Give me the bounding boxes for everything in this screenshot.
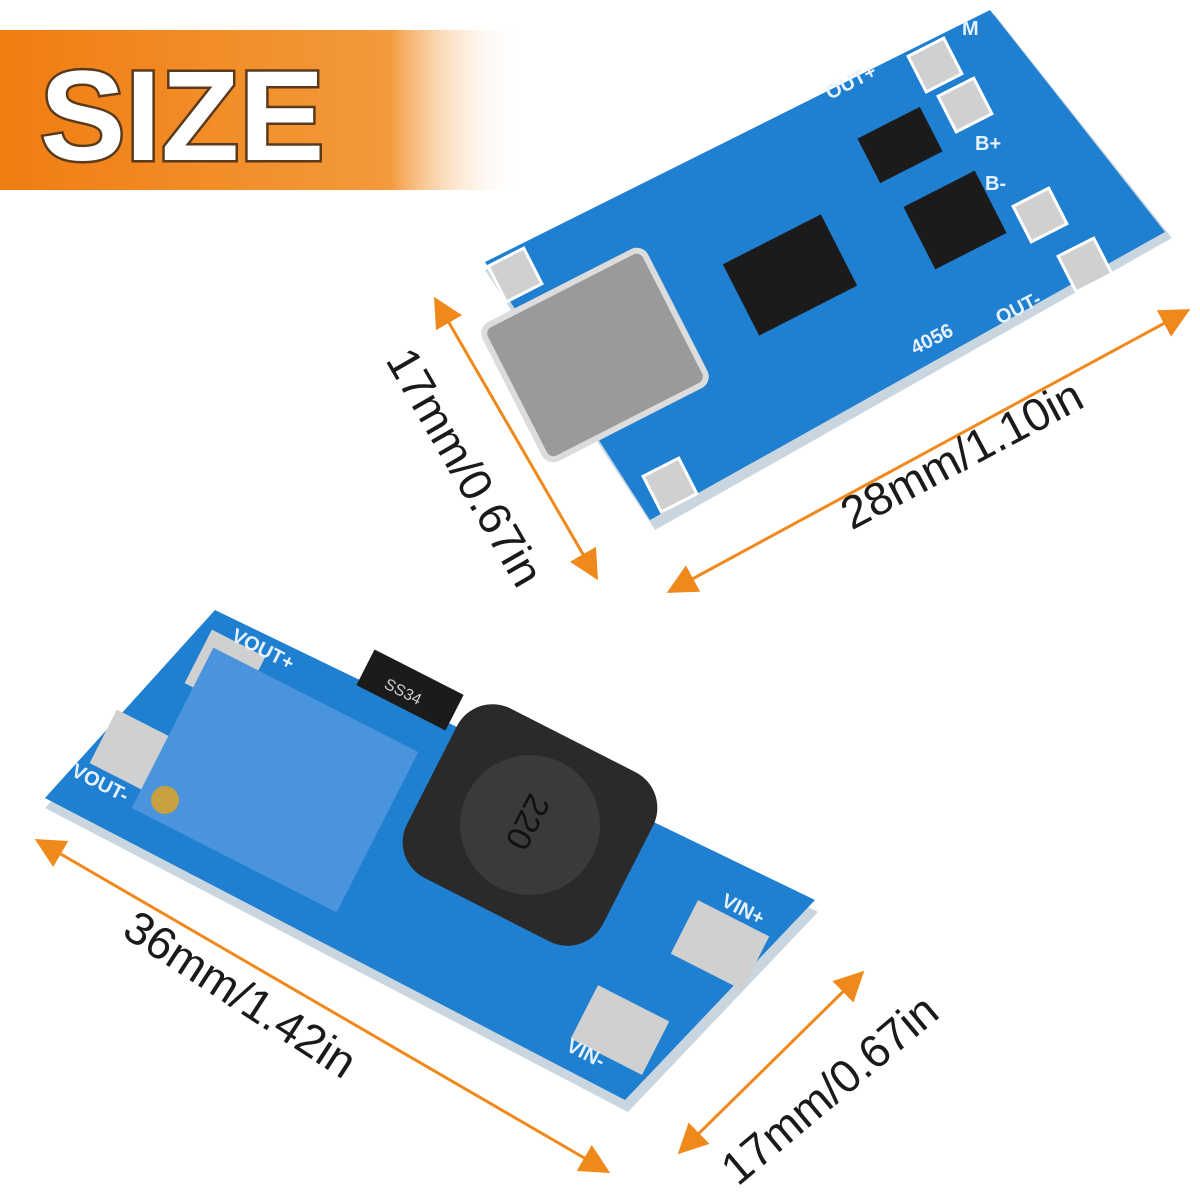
silk-b-minus: B- — [985, 173, 1006, 195]
charger-height-arrow — [433, 296, 599, 581]
boost-height-arrow — [677, 970, 865, 1155]
banner-title: SIZE — [40, 45, 325, 188]
diode-ss34 — [356, 649, 464, 731]
silk-b-plus: B+ — [975, 133, 1001, 155]
charger-board: 4056 OUT+ B+ B- OUT- M — [481, 10, 1172, 530]
banner-background — [0, 30, 520, 190]
dimension-arrows — [34, 296, 1191, 1174]
charger-width-arrow — [666, 309, 1191, 593]
size-banner: SIZE — [0, 30, 520, 191]
silk-m: M — [962, 18, 979, 40]
ic-u2 — [857, 106, 943, 184]
boost-board: 220 SS34 VOUT+ VOUT- VIN+ VIN- — [45, 610, 818, 1112]
boost-width-arrow — [34, 838, 611, 1174]
trimmer-screw — [151, 786, 179, 814]
ic-u1 — [722, 214, 858, 336]
boost-height-label: 17mm/0.67in — [711, 984, 948, 1195]
ic-u3 — [903, 170, 1007, 270]
